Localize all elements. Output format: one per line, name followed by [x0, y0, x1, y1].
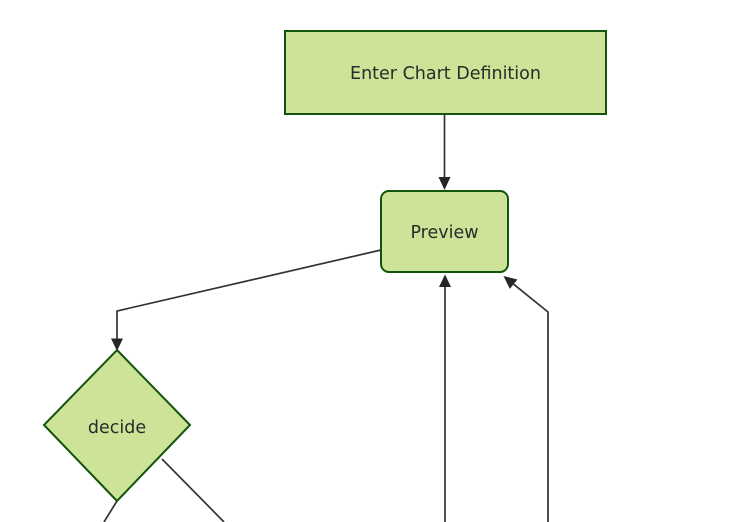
- arrowhead: [503, 276, 518, 289]
- node-decide: decide: [42, 348, 192, 503]
- node-label: decide: [88, 418, 146, 438]
- edge-line: [513, 283, 549, 522]
- edge-preview-to-decide: [111, 249, 382, 351]
- edge-decide-to-bottom-right: [161, 458, 225, 522]
- node-enter-chart-definition: Enter Chart Definition: [284, 30, 607, 115]
- edge-bottom-right-to-preview: [503, 276, 549, 522]
- edge-decide-to-bottom-left: [103, 500, 118, 522]
- node-rounded-rectangle: [380, 190, 509, 273]
- node-diamond: [42, 348, 192, 503]
- arrowhead: [438, 177, 451, 190]
- node-preview: Preview: [380, 190, 509, 273]
- node-label: Preview: [410, 223, 478, 243]
- arrowhead: [111, 338, 123, 351]
- node-rectangle: [284, 30, 607, 115]
- edge-line: [116, 249, 382, 339]
- edge-line: [161, 458, 225, 522]
- arrowhead: [439, 274, 451, 287]
- edge-bottom-center-to-preview: [439, 274, 451, 522]
- edge-line: [103, 500, 118, 522]
- node-label: Enter Chart Definition: [350, 64, 541, 84]
- edge-enter-to-preview: [438, 114, 451, 190]
